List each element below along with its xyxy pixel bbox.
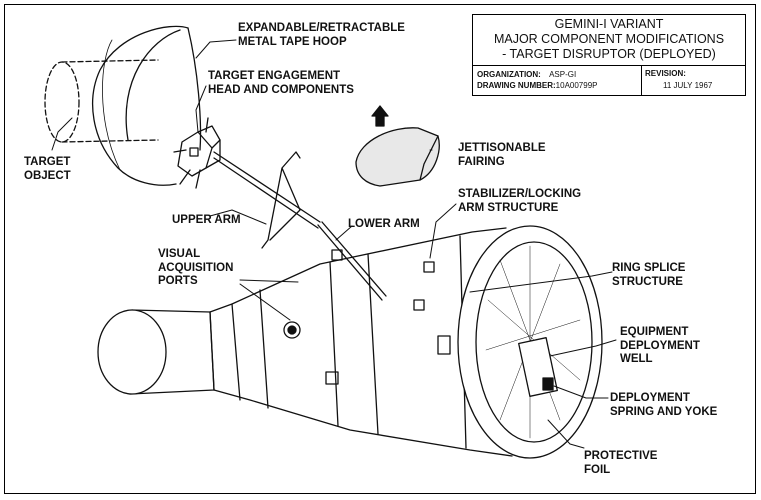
title-line: MAJOR COMPONENT MODIFICATIONS xyxy=(493,32,725,46)
drawing-number-value: 10A00799P xyxy=(555,81,598,90)
spacecraft-body xyxy=(97,225,603,459)
title-line: GEMINI-I VARIANT xyxy=(554,17,664,31)
title-line: - TARGET DISRUPTOR (DEPLOYED) xyxy=(502,47,716,61)
drawing-number-field: DRAWING NUMBER:10A00799P xyxy=(477,81,598,91)
engagement-head xyxy=(173,117,221,189)
title-block: GEMINI-I VARIANT MAJOR COMPONENT MODIFIC… xyxy=(472,14,746,96)
leader-lines xyxy=(51,39,617,449)
revision-value: 11 JULY 1967 xyxy=(663,81,713,90)
revision-label: REVISION: xyxy=(645,69,686,78)
organization-value: ASP-GI xyxy=(549,70,577,79)
title-block-divider xyxy=(473,65,745,66)
drawing-number-label: DRAWING NUMBER: xyxy=(477,81,556,90)
label-upper-arm: UPPER ARM xyxy=(172,214,241,226)
title-block-column-divider xyxy=(641,65,642,95)
tape-hoop xyxy=(92,25,202,186)
organization-label: ORGANIZATION: xyxy=(477,70,541,79)
organization-field: ORGANIZATION: ASP-GI xyxy=(477,70,576,80)
drawing-title: GEMINI-I VARIANT MAJOR COMPONENT MODIFIC… xyxy=(473,17,745,62)
drawing-border xyxy=(4,4,756,494)
target-object-outline xyxy=(44,59,159,143)
label-lower-arm: LOWER ARM xyxy=(348,218,420,230)
jettisonable-fairing xyxy=(355,105,440,187)
upper-arm-structure xyxy=(213,151,387,301)
